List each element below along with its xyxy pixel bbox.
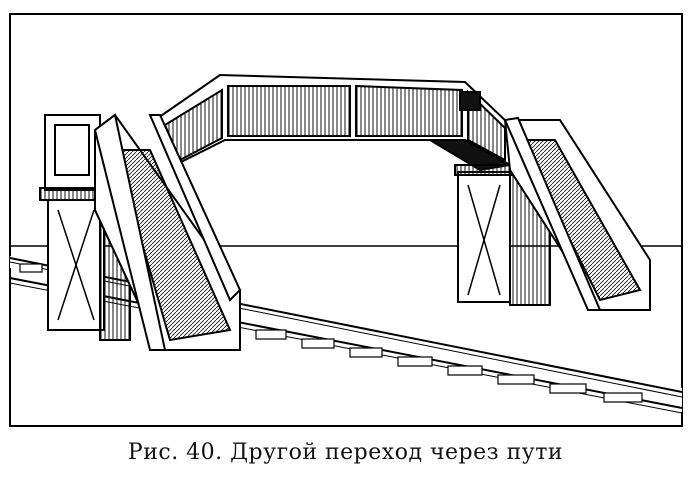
right-staircase bbox=[503, 116, 651, 311]
footbridge-illustration bbox=[9, 13, 683, 427]
left-staircase bbox=[93, 113, 242, 351]
rail-sleepers bbox=[19, 263, 643, 403]
figure-caption: Рис. 40. Другой переход через пути bbox=[127, 440, 564, 465]
